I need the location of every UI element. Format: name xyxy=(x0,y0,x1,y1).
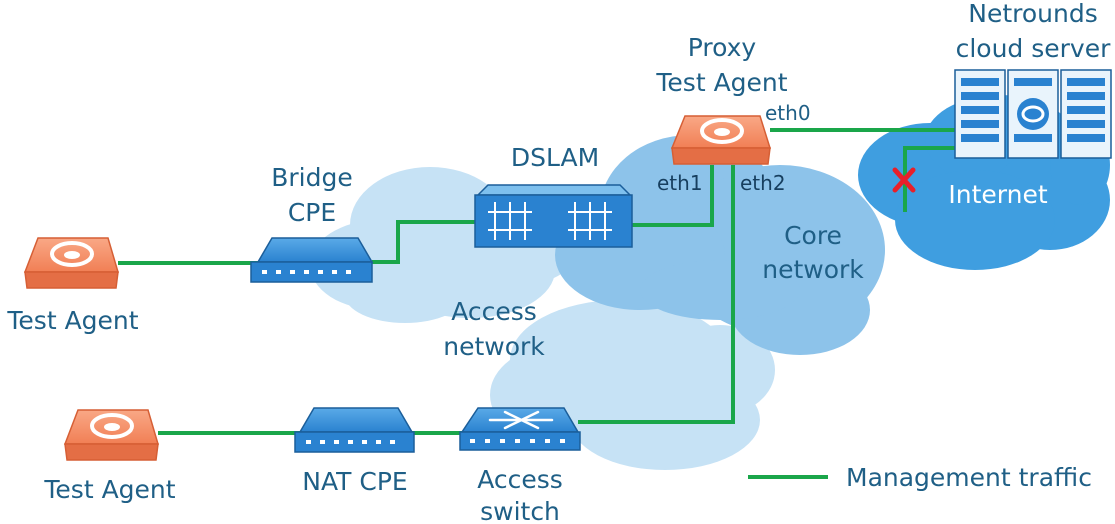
legend: Management traffic xyxy=(748,463,1092,492)
link-eth2-switch xyxy=(578,165,735,424)
proxy-label-line2: Test Agent xyxy=(655,68,787,97)
test-agent-icon xyxy=(63,409,160,461)
proxy-label-line1: Proxy xyxy=(688,33,757,62)
link-server-internet-blocked xyxy=(903,146,955,212)
core-network-label-line1: Core xyxy=(784,221,842,250)
server-label-line1: Netrounds xyxy=(968,0,1098,28)
legend-label: Management traffic xyxy=(846,463,1092,492)
eth1-label: eth1 xyxy=(657,171,703,195)
bridge-label-line2: CPE xyxy=(288,198,336,227)
nat-cpe-label: NAT CPE xyxy=(302,467,407,496)
access-network-label-line2: network xyxy=(443,332,545,361)
eth0-label: eth0 xyxy=(765,101,811,125)
access-network-label-line1: Access xyxy=(451,297,537,326)
blocked-mark xyxy=(892,167,916,193)
server-rack-icon xyxy=(954,69,1112,159)
test-agent-bottom-label: Test Agent xyxy=(43,475,175,504)
server-label-line2: cloud server xyxy=(956,34,1112,63)
core-network-label-line2: network xyxy=(762,255,864,284)
cpe-device-icon xyxy=(250,237,374,283)
dslam-icon xyxy=(474,184,633,248)
switch-icon xyxy=(459,407,581,451)
access-switch-label-line1: Access xyxy=(477,465,563,494)
management-traffic-lines xyxy=(118,128,955,435)
eth2-label: eth2 xyxy=(740,171,786,195)
bridge-label-line1: Bridge xyxy=(271,163,353,192)
test-agent-icon xyxy=(23,237,120,289)
access-switch-label-line2: switch xyxy=(480,497,560,524)
test-agent-top-label: Test Agent xyxy=(6,306,138,335)
cpe-device-icon xyxy=(294,407,415,453)
dslam-label: DSLAM xyxy=(511,143,599,172)
link-dslam-eth1 xyxy=(630,165,714,227)
proxy-test-agent-icon xyxy=(670,115,772,165)
link-bridge-dslam xyxy=(372,220,478,264)
internet-label: Internet xyxy=(948,180,1047,209)
